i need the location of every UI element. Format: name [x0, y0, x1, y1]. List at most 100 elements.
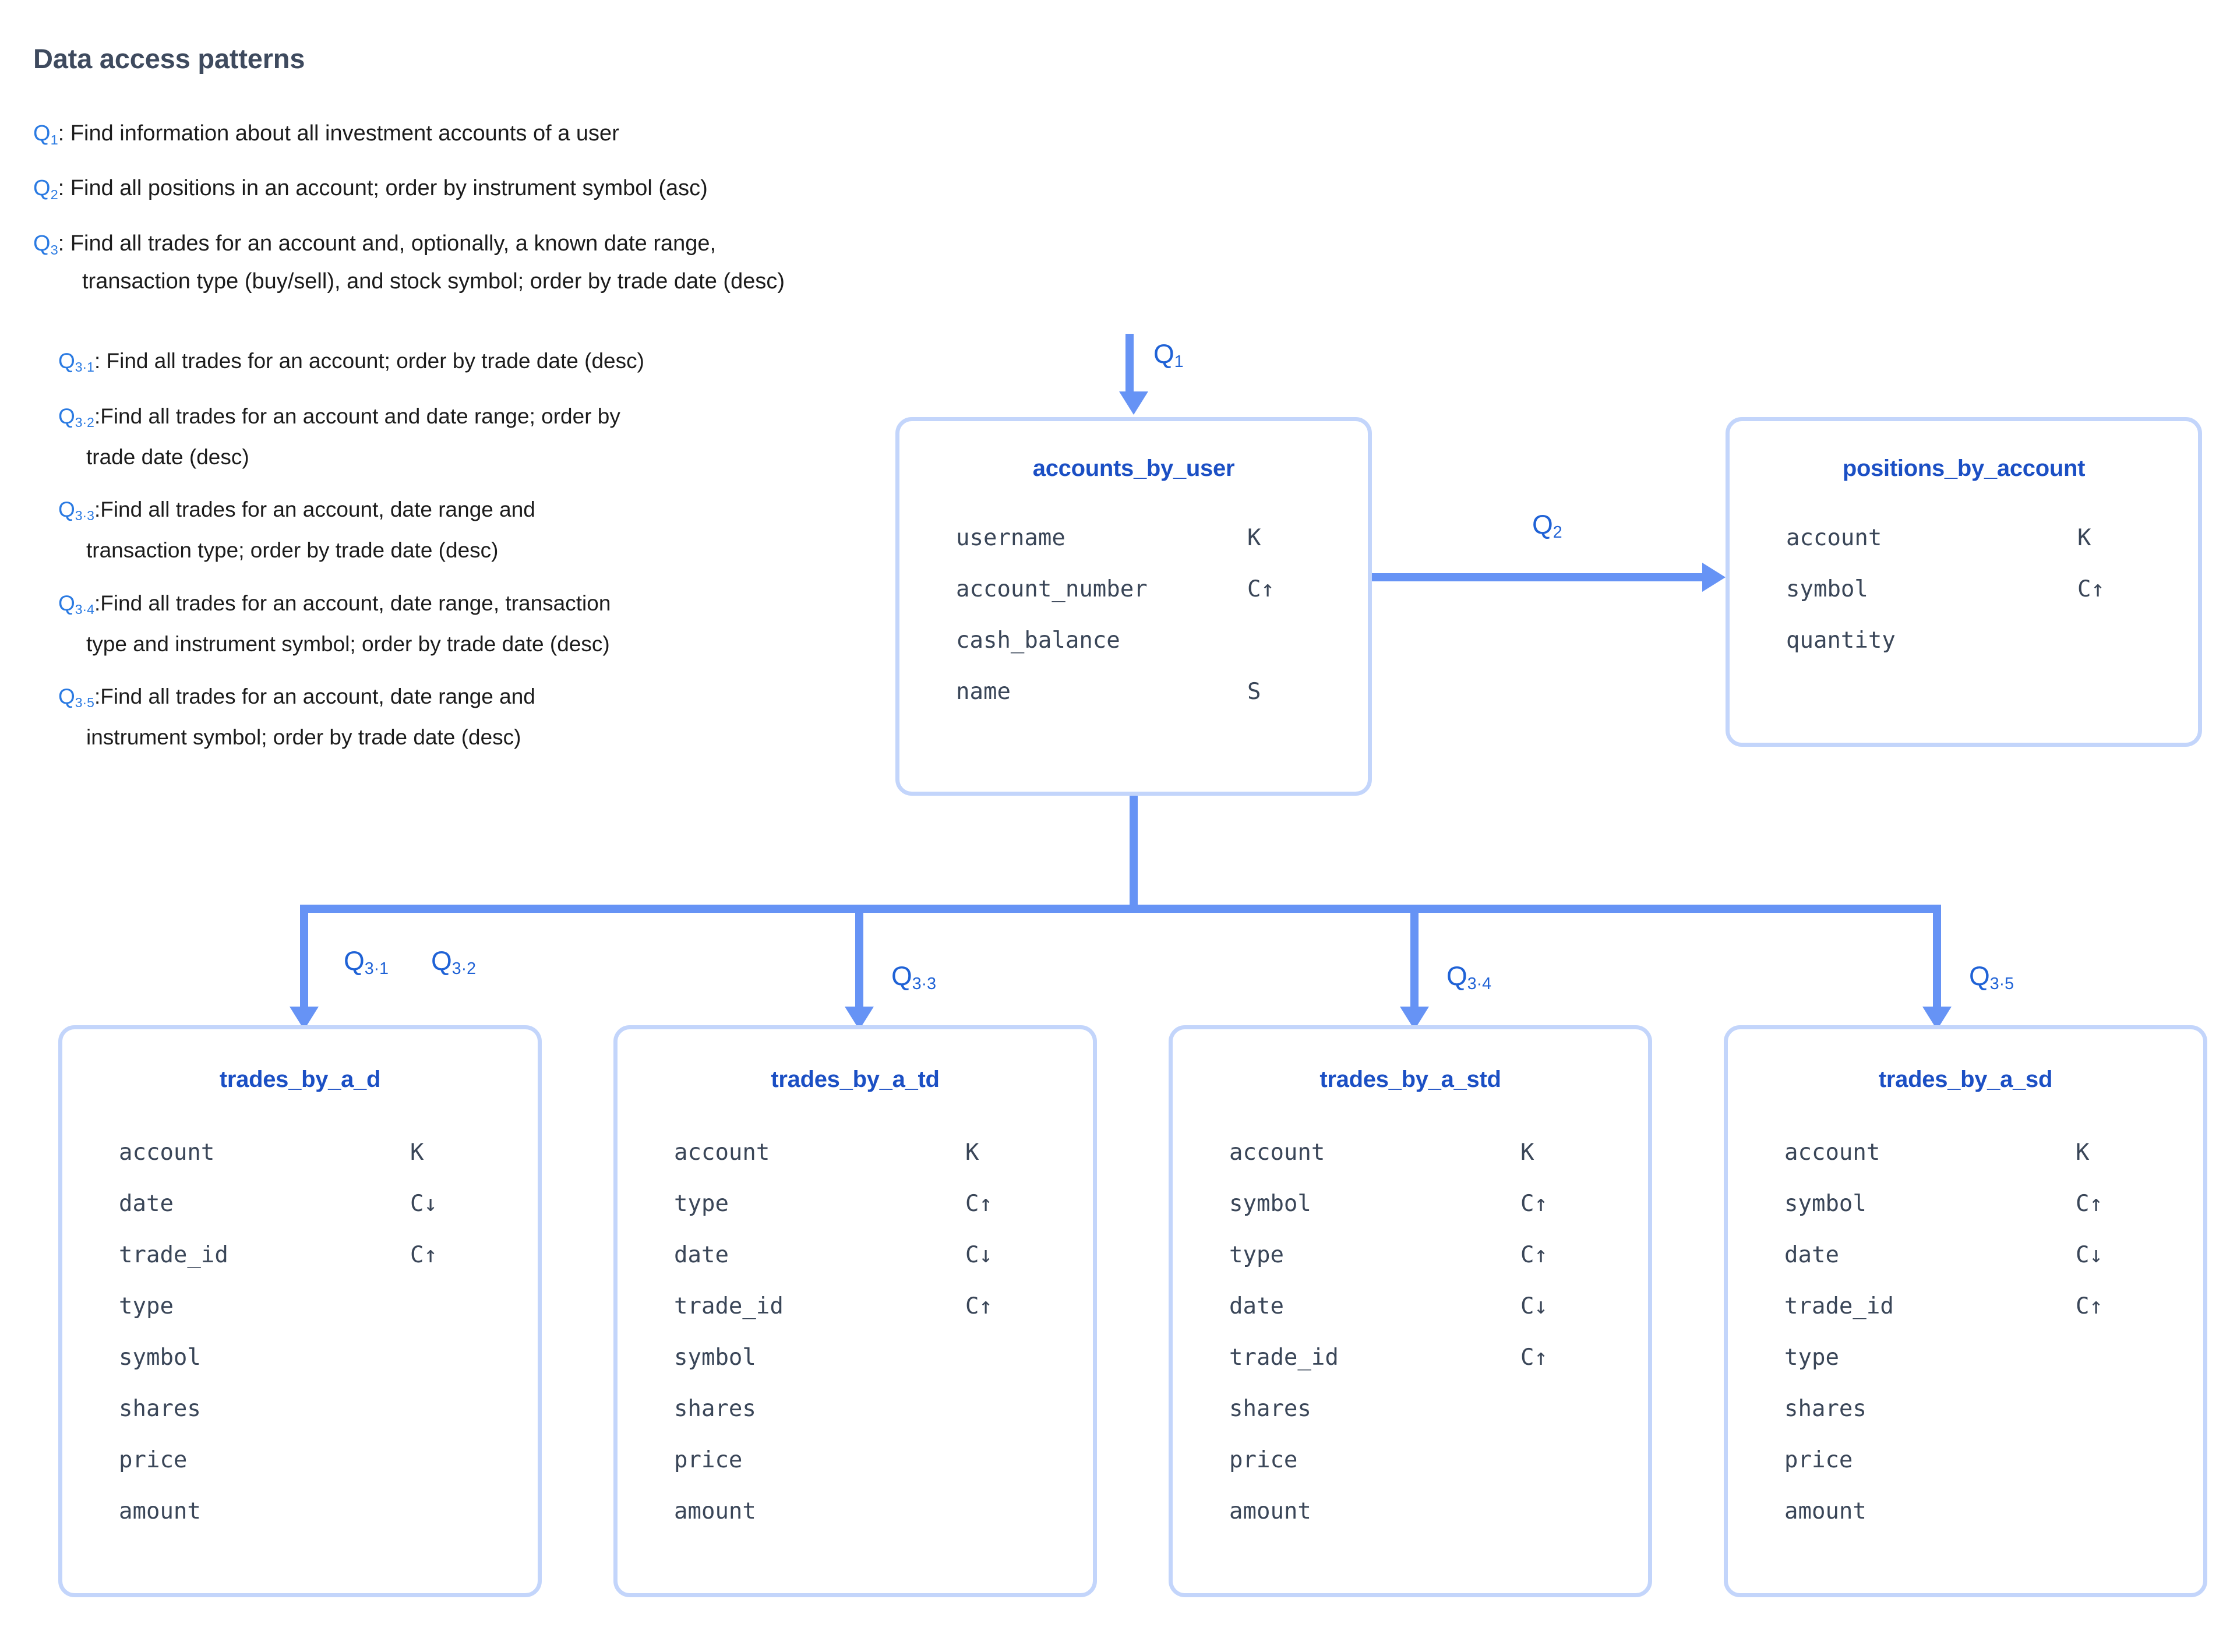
table-field-row: symbol: [674, 1332, 1093, 1383]
field-key-marker: C↑: [2076, 1293, 2103, 1319]
field-key-marker: S: [1247, 679, 1261, 705]
field-name: amount: [1784, 1498, 1866, 1524]
subquery-text-q3-3: :Find all trades for an account, date ra…: [94, 497, 535, 521]
table-title-trades-by-a-td: trades_by_a_td: [771, 1067, 940, 1092]
table-field-row: shares: [1229, 1383, 1648, 1435]
page-title: Data access patterns: [33, 43, 305, 74]
field-name: symbol: [674, 1344, 756, 1371]
field-key-marker: C↑: [965, 1293, 993, 1319]
table-field-row: type: [1784, 1332, 2203, 1383]
field-name: account_number: [956, 576, 1148, 602]
table-field-row: cash_balance: [956, 615, 1368, 666]
field-name: amount: [1229, 1498, 1311, 1524]
table-field-row: account_number C↑: [956, 564, 1368, 615]
field-key-marker: K: [1247, 525, 1261, 551]
connector-branch-1: [300, 905, 308, 1009]
field-name: date: [119, 1191, 174, 1217]
table-field-row: shares: [119, 1383, 538, 1435]
table-field-row: quantity: [1786, 615, 2198, 666]
arrow-down-icon-q1: [1119, 391, 1148, 415]
subquery-text-q3-2-line2: trade date (desc): [86, 445, 249, 469]
field-name: shares: [1784, 1396, 1866, 1422]
connector-label-q3-3: Q3·3: [891, 961, 936, 994]
field-key-marker: K: [2076, 1139, 2090, 1166]
subquery-label-q3-5: Q3·5: [58, 684, 94, 711]
table-field-row: amount: [1229, 1486, 1648, 1537]
table-title-positions-by-account: positions_by_account: [1842, 456, 2086, 481]
subquery-text-q3-3-line2: transaction type; order by trade date (d…: [86, 538, 499, 562]
field-name: shares: [1229, 1396, 1311, 1422]
field-name: quantity: [1786, 627, 1896, 654]
table-field-row: amount: [119, 1486, 538, 1537]
connector-branch-3: [1410, 905, 1419, 1009]
subquery-label-q3-4: Q3·4: [58, 591, 94, 617]
field-key-marker: C↑: [410, 1242, 437, 1268]
table-title-accounts-by-user: accounts_by_user: [1032, 456, 1235, 481]
field-name: trade_id: [674, 1293, 784, 1319]
field-name: date: [674, 1242, 729, 1268]
subquery-text-q3-2: :Find all trades for an account and date…: [94, 404, 620, 428]
field-name: price: [1784, 1447, 1853, 1473]
field-name: symbol: [1786, 576, 1868, 602]
query-line-q1: Q1: Find information about all investmen…: [33, 114, 619, 155]
connector-branch-2: [855, 905, 863, 1009]
arrow-right-icon-q2: [1702, 563, 1726, 592]
connector-q1-stem: [1125, 334, 1134, 394]
field-name: price: [119, 1447, 188, 1473]
field-key-marker: K: [965, 1139, 979, 1166]
field-key-marker: C↓: [965, 1242, 993, 1268]
table-field-row: symbol: [119, 1332, 538, 1383]
field-name: type: [1229, 1242, 1284, 1268]
field-name: amount: [674, 1498, 756, 1524]
field-name: price: [674, 1447, 743, 1473]
connector-q2-stem: [1372, 573, 1704, 581]
query-text-q3: : Find all trades for an account and, op…: [58, 231, 717, 256]
field-name: type: [674, 1191, 729, 1217]
subquery-label-q3-3: Q3·3: [58, 497, 94, 524]
field-name: amount: [119, 1498, 201, 1524]
field-name: username: [956, 525, 1065, 551]
subquery-text-q3-4: :Find all trades for an account, date ra…: [94, 591, 611, 615]
subquery-text-q3-4-line2: type and instrument symbol; order by tra…: [86, 632, 610, 656]
table-field-row: shares: [1784, 1383, 2203, 1435]
field-name: trade_id: [119, 1242, 228, 1268]
connector-tree-bus: [300, 905, 1941, 913]
subquery-label-q3-1: Q3·1: [58, 349, 94, 375]
connector-label-q3-2: Q3·2: [431, 945, 476, 979]
connector-label-q1: Q1: [1153, 338, 1184, 372]
field-name: account: [1784, 1139, 1880, 1166]
query-label-q1: Q1: [33, 121, 58, 147]
subquery-q3-4: Q3·4:Find all trades for an account, dat…: [58, 584, 611, 663]
field-key-marker: C↑: [1520, 1191, 1548, 1217]
field-key-marker: K: [2077, 525, 2091, 551]
subquery-text-q3-5: :Find all trades for an account, date ra…: [94, 684, 535, 708]
connector-label-q3-4: Q3·4: [1446, 961, 1491, 994]
field-key-marker: K: [1520, 1139, 1534, 1166]
table-field-row: trade_id C↑: [119, 1230, 538, 1281]
table-field-row: price: [674, 1435, 1093, 1486]
field-key-marker: C↑: [1247, 576, 1275, 602]
query-label-q2: Q2: [33, 176, 58, 202]
connector-label-q3-1: Q3·1: [344, 945, 389, 979]
